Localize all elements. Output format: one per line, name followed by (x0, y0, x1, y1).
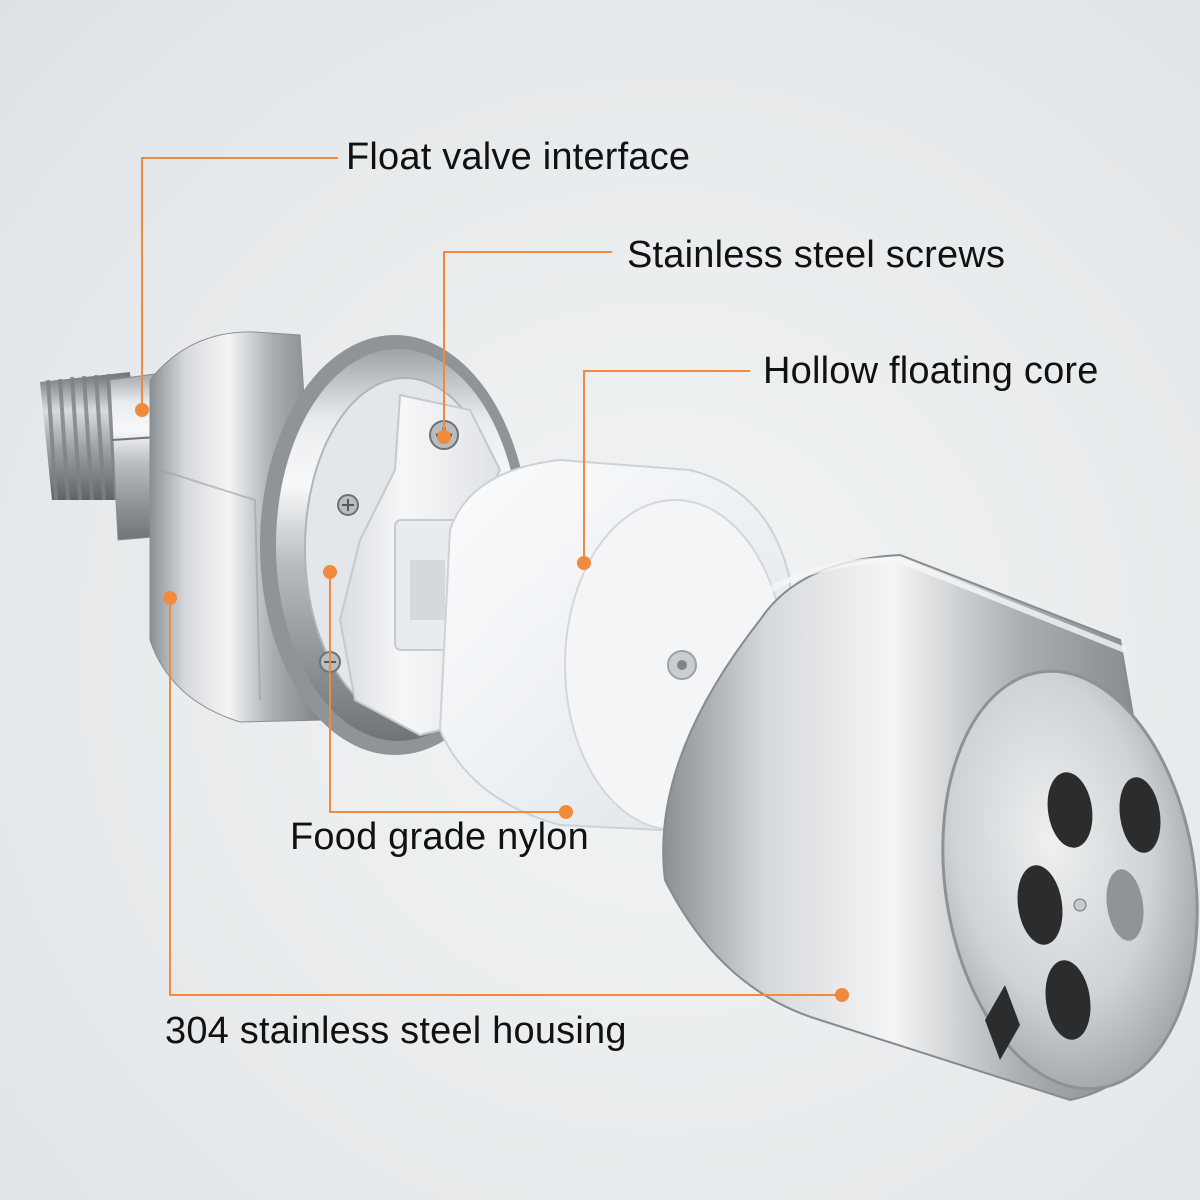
callout-dots (135, 403, 849, 1002)
dot-float-valve (135, 403, 149, 417)
leader-float-valve (141, 157, 338, 410)
cup-holes (985, 772, 1161, 1060)
label-housing: 304 stainless steel housing (165, 1010, 627, 1052)
dot-screws (437, 430, 451, 444)
stainless-float-cup (662, 553, 1199, 1102)
leader-core (583, 370, 750, 563)
dot-housing (835, 988, 849, 1002)
label-hollow-floating-core: Hollow floating core (763, 350, 1099, 392)
leader-screws (443, 251, 612, 437)
leader-lines (141, 157, 842, 996)
label-food-grade-nylon: Food grade nylon (290, 816, 589, 858)
dot-nylon (559, 805, 573, 819)
dot-housing-top (163, 591, 177, 605)
dot-core (577, 556, 591, 570)
label-float-valve-interface: Float valve interface (346, 136, 691, 178)
leader-nylon (329, 572, 566, 813)
dot-nylon-top (323, 565, 337, 579)
leader-housing (169, 598, 842, 996)
label-stainless-steel-screws: Stainless steel screws (627, 234, 1006, 276)
